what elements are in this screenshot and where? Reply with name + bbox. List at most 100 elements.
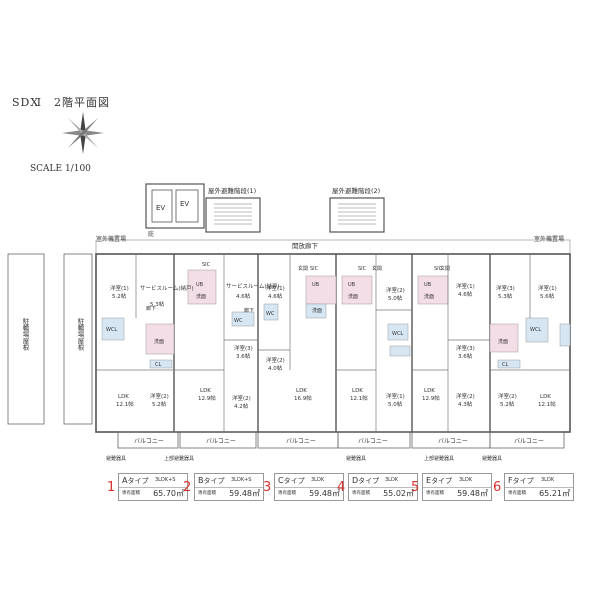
unit-area: 65.21㎡ [539,489,570,498]
room-western-2-e: 洋室(2) [456,392,475,400]
unit-type-suffix: タイプ [358,477,380,485]
unit-card-f: Fタイプ 3LDK 専有面積 65.21㎡ [504,473,574,501]
room-western-3-b-size: 3.6帖 [236,352,251,360]
room-ldk-b: LDK [200,388,211,394]
unit-layout: 3LDK [311,477,325,483]
unit-area: 55.02㎡ [383,489,414,498]
room-service-b-size: 4.6帖 [236,292,251,300]
scale-label: SCALE 1/100 [30,164,91,174]
unit-number-6: 6 [493,480,502,495]
room-western-1-a: 洋室(1) [110,284,129,292]
room-western-1-f: 洋室(1) [538,284,557,292]
evac-hatch-label-1: 避難器具 [106,455,126,462]
unit-type-letter: B [198,476,204,485]
fixture-hall-b: 廊下 [244,307,254,314]
unit-type-suffix: タイプ [203,477,225,485]
room-western-3-f-size: 5.3帖 [498,292,513,300]
room-western-2-b: 洋室(2) [232,394,251,402]
room-ldk-c: LDK [296,388,307,394]
unit-card-a: Aタイプ 3LDK+S 専有面積 65.70㎡ [118,473,188,501]
fixture-sic-d: SIC [358,266,367,272]
room-ldk-d: LDK [352,388,363,394]
evac-hatch-label-3: 避難器具 [482,455,502,462]
unit-card-c: Cタイプ 3LDK 専有面積 59.48㎡ [274,473,344,501]
fixture-entry-e: 玄関 [440,265,450,272]
fixture-cl-a: CL [155,362,161,368]
unit-type-suffix: タイプ [512,477,534,485]
fixture-wcl-d: WCL [392,331,403,337]
unit-area: 59.48㎡ [229,489,260,498]
unit-type-letter: E [426,476,432,485]
room-western-3-f: 洋室(3) [496,284,515,292]
unit-area-label: 専有面積 [198,491,216,496]
unit-type-letter: D [352,476,359,485]
room-western-1-c-size: 4.6帖 [268,292,283,300]
room-western-2-c-size: 4.0帖 [268,364,283,372]
fixture-wcl-f: WCL [530,327,541,333]
unit-area-label: 専有面積 [122,491,140,496]
unit-area-label: 専有面積 [508,491,526,496]
ev-machine-label: EV [180,200,189,208]
room-western-2-d-size: 5.0帖 [388,294,403,302]
fixture-hall-a: 廊下 [146,305,156,312]
unit-type-letter: C [278,476,284,485]
fixture-sic-e: SIC [434,266,443,272]
canopy-label: 庇 [148,230,154,238]
fixture-sic-c: SIC [310,266,319,272]
fixture-entry-d: 玄関 [372,265,382,272]
evac-upper-label-2: 上部避難器具 [424,455,454,462]
unit-number-5: 5 [411,480,420,495]
fixture-wash-f: 洗面 [498,338,508,345]
unit-layout: 3LDK [385,477,399,483]
balcony-label-2: バルコニー [206,438,236,445]
unit-area-label: 専有面積 [426,491,444,496]
compass-icon [62,112,104,154]
page-title: SDⅪ 2階平面図 [12,96,111,109]
fixture-sic-b: SIC [202,262,211,268]
unit-area: 59.48㎡ [309,489,340,498]
unit-type-letter: A [122,476,128,485]
fixture-wash-e: 洗面 [424,293,434,300]
balcony-label-5: バルコニー [438,438,468,445]
room-western-2-c: 洋室(2) [266,356,285,364]
room-western-2-b-size: 4.2帖 [234,402,249,410]
room-western-1-f-size: 5.6帖 [540,292,555,300]
fixture-ub-e: UB [424,282,432,288]
fixture-wc-c: WC [266,311,275,317]
balcony-label-3: バルコニー [286,438,316,445]
fixture-wash-b: 洗面 [196,293,206,300]
room-ldk-b-size: 12.9帖 [198,394,216,402]
parking-roof-label-right: 駐輪場屋根 [76,317,84,352]
unit-area: 59.48㎡ [457,489,488,498]
room-ldk-c-size: 16.9帖 [294,394,312,402]
unit-number-1: 1 [107,480,116,495]
room-western-2-e-size: 4.3帖 [458,400,473,408]
parking-roof-label-left: 駐輪場屋根 [21,317,29,352]
unit-layout: 3LDK [541,477,555,483]
unit-layout: 3LDK [459,477,473,483]
room-ldk-e: LDK [424,388,435,394]
room-service-b: サービスルーム(納戸) [226,282,280,290]
room-western-3-e: 洋室(3) [456,344,475,352]
fixture-wc-b: WC [234,318,243,324]
outdoor-stair-2-label: 屋外避難階段(2) [332,186,380,195]
room-western-2-a-size: 5.2帖 [152,400,167,408]
unit-area: 65.70㎡ [153,489,184,498]
room-ldk-d-size: 12.1帖 [350,394,368,402]
evac-upper-label-1: 上部避難器具 [164,455,194,462]
outdoor-stair-1-label: 屋外避難階段(1) [208,186,256,195]
room-western-2-f-size: 5.2帖 [500,400,515,408]
fixture-wcl-a: WCL [106,327,117,333]
room-western-1-e: 洋室(1) [456,282,475,290]
unit-area-label: 専有面積 [352,491,370,496]
room-western-1-e-size: 4.6帖 [458,290,473,298]
room-ldk-f-size: 12.1帖 [538,400,556,408]
room-western-1-a-size: 5.2帖 [112,292,127,300]
unit-number-2: 2 [183,480,192,495]
unit-number-3: 3 [263,480,272,495]
fixture-ub-c: UB [312,282,320,288]
room-western-1-d-size: 5.0帖 [388,400,403,408]
room-ldk-a: LDK [118,394,129,400]
